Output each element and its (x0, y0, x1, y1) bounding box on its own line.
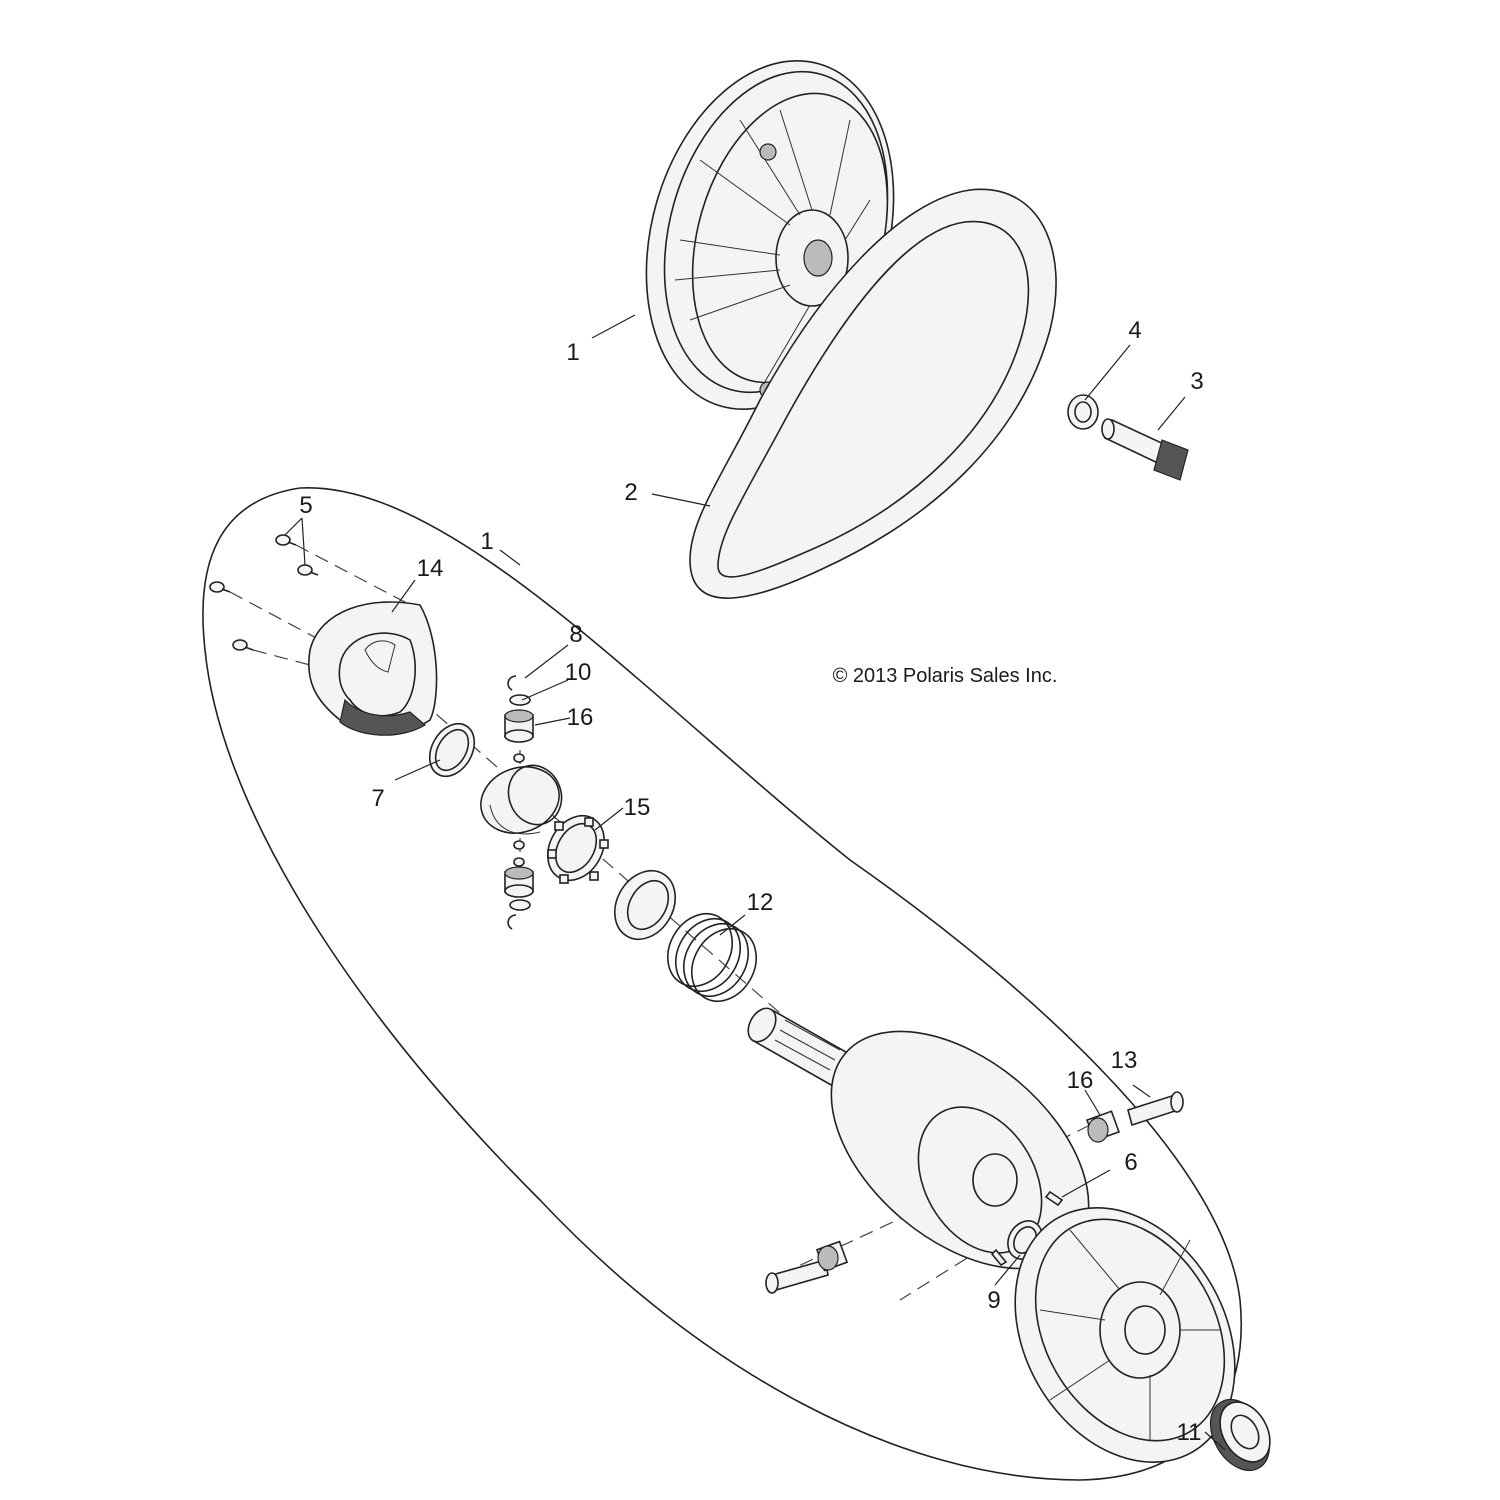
callout-3: 3 (1190, 368, 1203, 395)
callout-15: 15 (624, 794, 651, 821)
leader-lines (284, 314, 1226, 1451)
roller-left (815, 1240, 849, 1272)
bearing (1209, 1399, 1271, 1471)
screws (209, 534, 319, 651)
callout-16-lower: 16 (1067, 1067, 1094, 1094)
callout-2: 2 (624, 479, 637, 506)
pin-right (1127, 1091, 1184, 1127)
spider-hub (480, 764, 563, 835)
e-clip-upper (507, 675, 517, 691)
callouts: 1 2 3 4 5 1 14 8 10 16 7 15 12 13 16 6 9… (299, 317, 1203, 1446)
assembly-group-outline (202, 487, 1242, 1481)
callout-12: 12 (747, 889, 774, 916)
callout-14: 14 (417, 555, 444, 582)
cam-ring (546, 815, 609, 884)
callout-1-top: 1 (566, 339, 579, 366)
drive-belt (689, 188, 1057, 599)
screw-4 (232, 639, 254, 651)
callout-7: 7 (371, 785, 384, 812)
callout-6: 6 (1124, 1149, 1137, 1176)
screw-1 (275, 534, 297, 546)
roller-right (1085, 1110, 1121, 1143)
screw-2 (297, 564, 319, 576)
screw-3 (209, 581, 231, 593)
pin-left (765, 1258, 829, 1294)
spring-seat (614, 870, 676, 940)
retaining-ring (428, 722, 476, 778)
callout-8: 8 (569, 621, 582, 648)
roller-upper (504, 709, 534, 743)
helix (308, 601, 438, 736)
lower-roller-stack (504, 840, 534, 930)
callout-11: 11 (1177, 1419, 1202, 1446)
callout-4: 4 (1128, 317, 1141, 344)
copyright-notice: © 2013 Polaris Sales Inc. (833, 665, 1058, 687)
callout-1-group: 1 (480, 528, 493, 555)
callout-9: 9 (987, 1287, 1000, 1314)
callout-13: 13 (1111, 1047, 1138, 1074)
callout-16-upper: 16 (567, 704, 594, 731)
callout-10: 10 (565, 659, 592, 686)
upper-roller-stack (504, 675, 534, 763)
roller-lower (504, 866, 534, 898)
callout-5: 5 (299, 492, 312, 519)
washer-upper (509, 694, 531, 706)
dowel-pins (990, 1190, 1064, 1267)
spring (667, 913, 757, 1002)
washer (1067, 394, 1099, 430)
movable-sheave (1014, 1207, 1236, 1463)
flange-bolt (1101, 418, 1189, 481)
